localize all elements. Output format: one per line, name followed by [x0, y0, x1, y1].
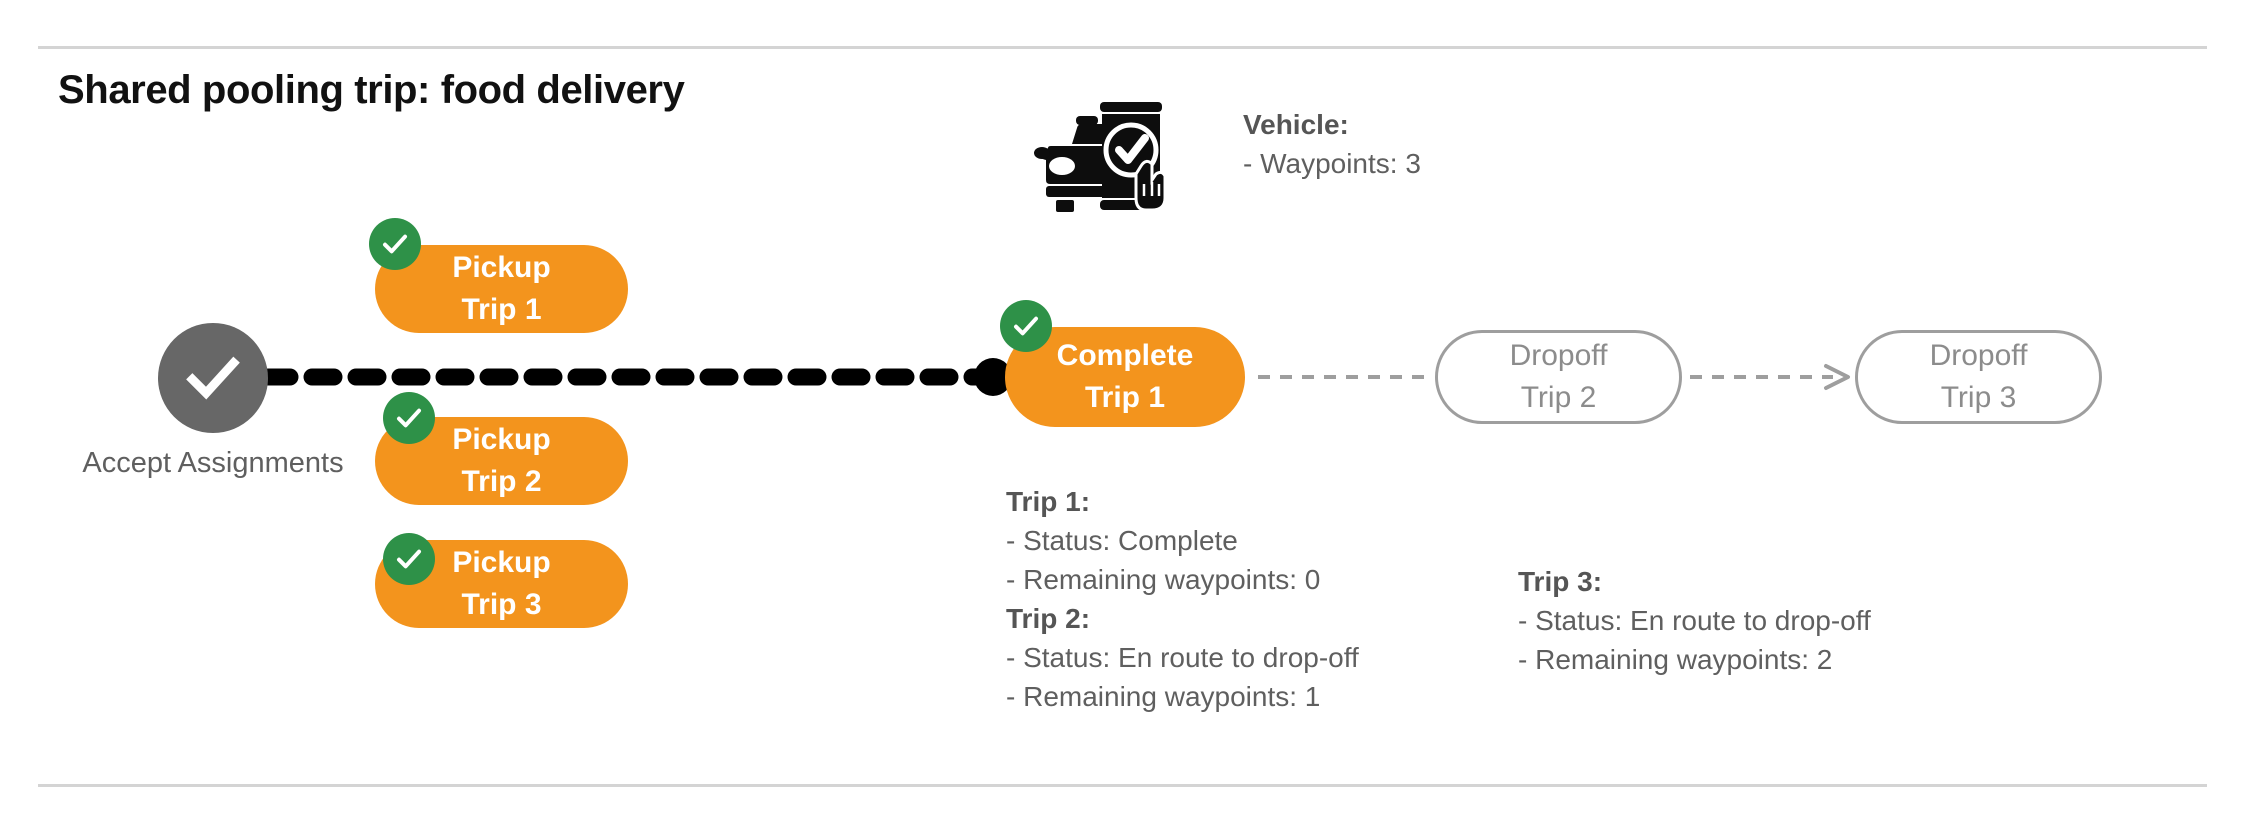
- bottom-divider: [38, 784, 2207, 787]
- check-badge-icon-pickup-1: [369, 218, 421, 270]
- vehicle-waypoints-line: - Waypoints: 3: [1243, 148, 1421, 179]
- top-divider: [38, 46, 2207, 49]
- vehicle-heading-colon: :: [1339, 109, 1349, 140]
- pickup-1-line2: Trip 1: [461, 293, 542, 326]
- pickup-2-line2: Trip 2: [461, 465, 542, 498]
- node-dropoff-trip-3[interactable]: Dropoff Trip 3: [1855, 330, 2102, 424]
- trip-1-waypoints-line: - Remaining waypoints: 0: [1006, 564, 1321, 595]
- arrowhead-icon: [1824, 364, 1850, 390]
- dropoff-2-line2: Trip 2: [1520, 381, 1597, 414]
- accept-assignments-node[interactable]: [158, 323, 268, 433]
- check-badge-icon-pickup-3: [383, 533, 435, 585]
- dropoff-3-line2: Trip 3: [1940, 381, 2017, 414]
- trip-1-heading-text: Trip 1: [1006, 486, 1081, 517]
- node-pickup-trip-2[interactable]: Pickup Trip 2: [375, 417, 628, 505]
- dropoff-3-line1: Dropoff: [1929, 339, 2028, 372]
- trip-2-heading-text: Trip 2: [1006, 603, 1081, 634]
- pickup-3-line1: Pickup: [452, 546, 551, 579]
- pickup-2-line1: Pickup: [452, 423, 551, 456]
- vehicle-info-heading: Vehicle:: [1243, 105, 1421, 144]
- check-badge-icon-complete-1: [1000, 300, 1052, 352]
- car-phone-check-icon: [1030, 88, 1180, 218]
- vehicle-heading-text: Vehicle: [1243, 109, 1340, 140]
- accept-assignments-label: Accept Assignments: [78, 443, 348, 483]
- trip-3-heading-colon: :: [1592, 566, 1603, 597]
- trip-2-heading: Trip 2:: [1006, 599, 1359, 638]
- accept-label-line2: Assignments: [177, 447, 344, 479]
- trip-2-waypoints-line: - Remaining waypoints: 1: [1006, 681, 1321, 712]
- trip-3-waypoints-line: - Remaining waypoints: 2: [1518, 644, 1833, 675]
- vehicle-info-block: Vehicle: - Waypoints: 3: [1243, 105, 1421, 183]
- trip-3-heading: Trip 3:: [1518, 562, 1871, 601]
- pickup-3-line2: Trip 3: [461, 588, 542, 621]
- node-dropoff-trip-2[interactable]: Dropoff Trip 2: [1435, 330, 1682, 424]
- dropoff-2-line1: Dropoff: [1509, 339, 1608, 372]
- trip-details-block-1-2: Trip 1: - Status: Complete - Remaining w…: [1006, 482, 1359, 716]
- complete-1-line2: Trip 1: [1084, 381, 1166, 414]
- node-pickup-trip-1[interactable]: Pickup Trip 1: [375, 245, 628, 333]
- trip-1-heading-colon: :: [1080, 486, 1091, 517]
- check-badge-icon-pickup-2: [383, 392, 435, 444]
- trip-2-heading-colon: :: [1080, 603, 1091, 634]
- page-title: Shared pooling trip: food delivery: [58, 68, 685, 112]
- accept-label-line1: Accept: [82, 447, 172, 479]
- trip-1-heading: Trip 1:: [1006, 482, 1359, 521]
- trip-details-block-3: Trip 3: - Status: En route to drop-off -…: [1518, 562, 1871, 679]
- complete-1-line1: Complete: [1056, 339, 1194, 372]
- pickup-1-line1: Pickup: [452, 251, 551, 284]
- check-circle-icon: [158, 323, 268, 433]
- trip-3-status-line: - Status: En route to drop-off: [1518, 605, 1871, 636]
- trip-2-status-line: - Status: En route to drop-off: [1006, 642, 1359, 673]
- trip-1-status-line: - Status: Complete: [1006, 525, 1238, 556]
- trip-3-heading-text: Trip 3: [1518, 566, 1593, 597]
